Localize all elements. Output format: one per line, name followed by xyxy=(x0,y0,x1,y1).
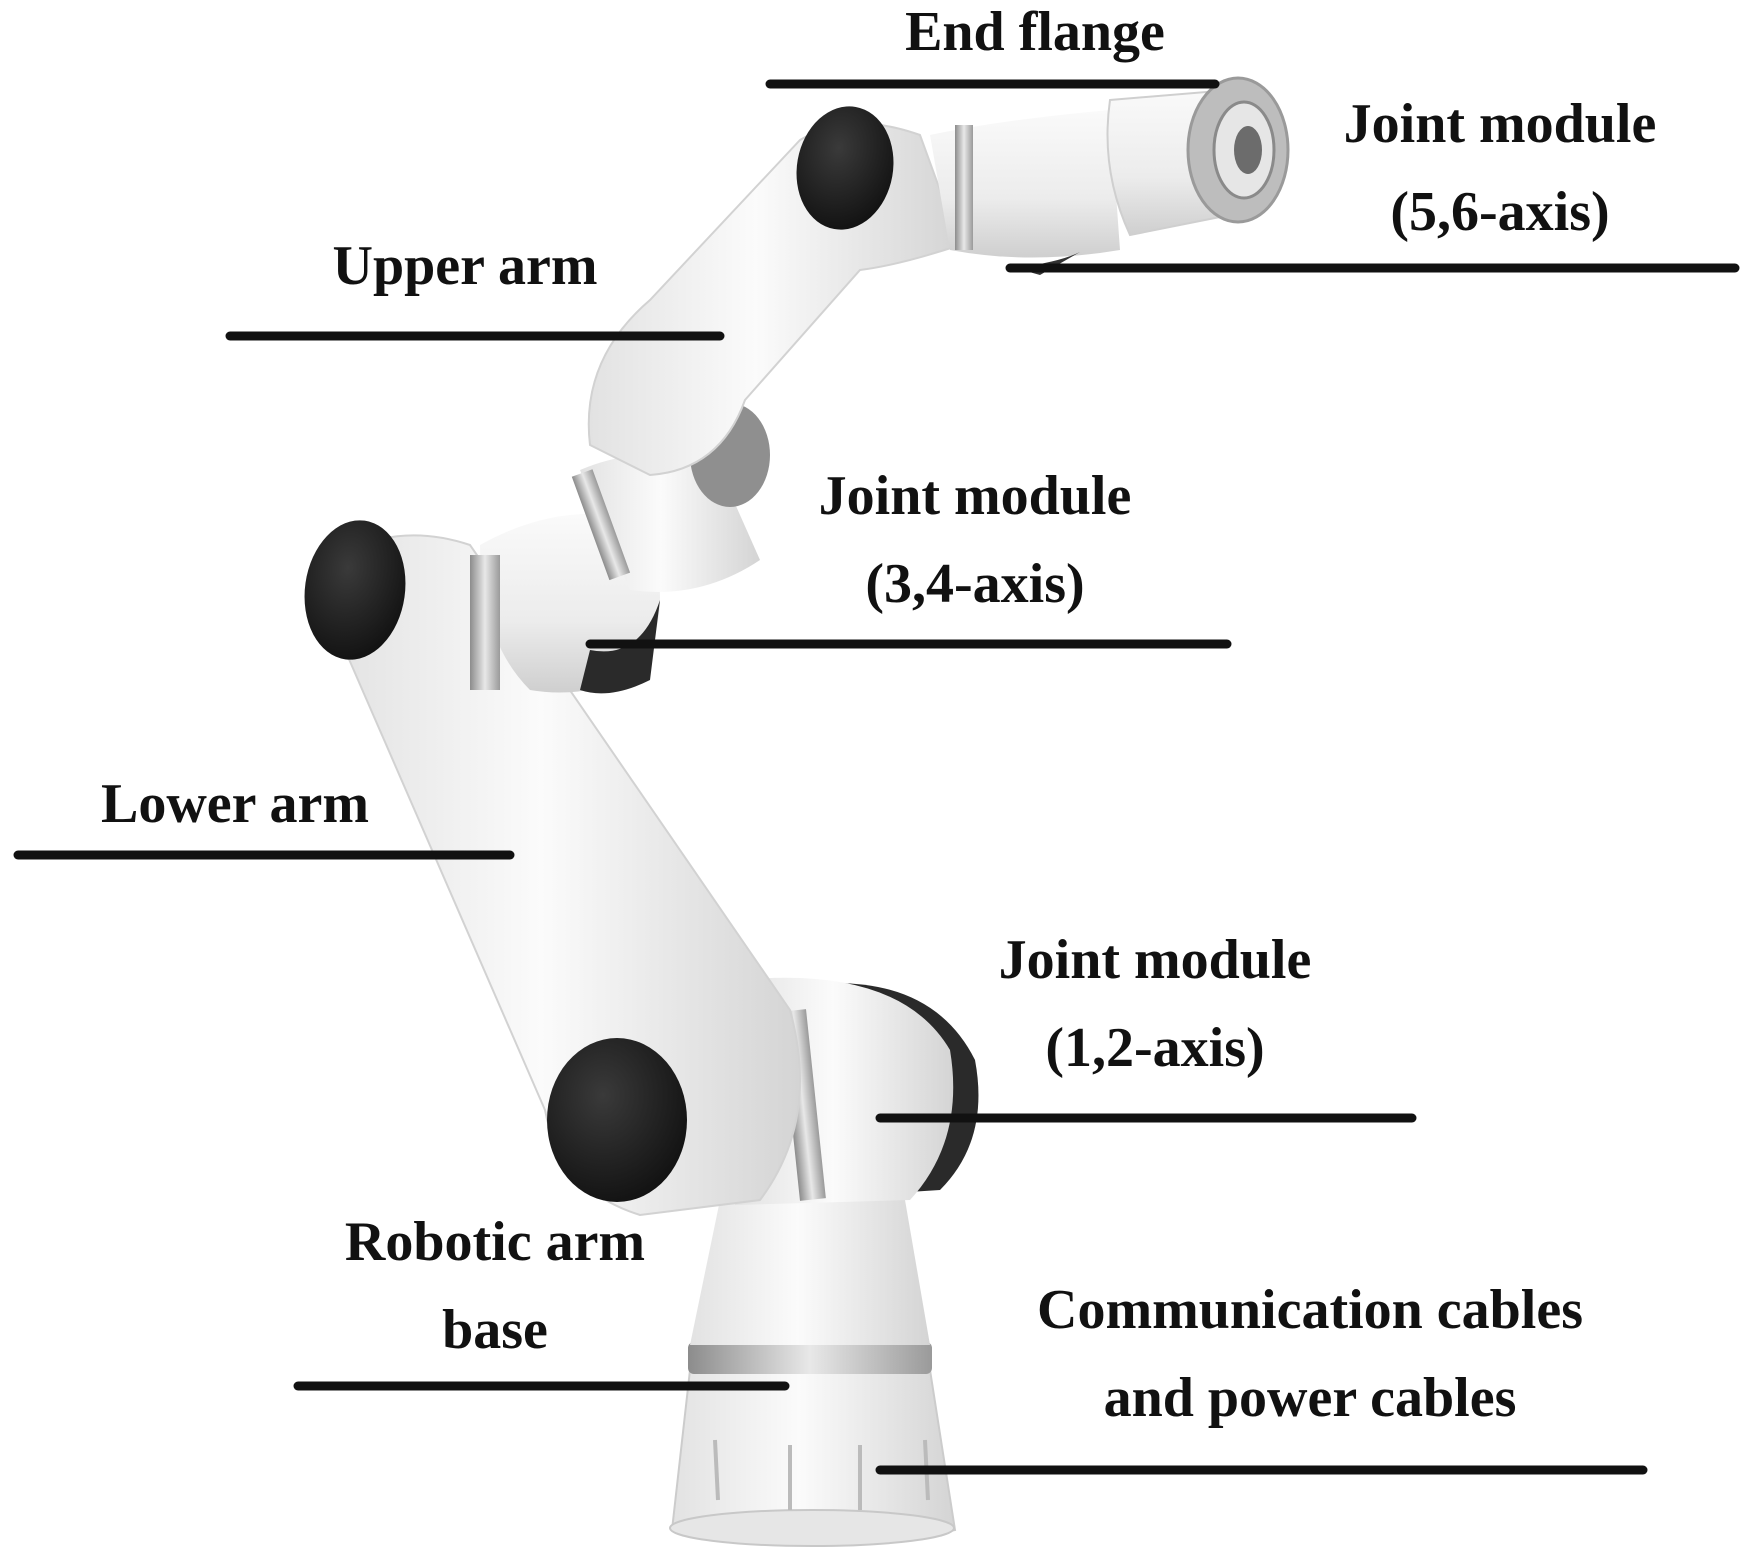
label-joint-module-5-6: Joint module (5,6-axis) xyxy=(1343,93,1657,243)
end-flange xyxy=(1186,76,1290,224)
label-robotic-arm-base: Robotic arm base xyxy=(344,1211,646,1361)
label-lower-arm: Lower arm xyxy=(101,773,369,835)
label-end-flange: End flange xyxy=(905,1,1165,63)
upper-arm-link xyxy=(587,106,962,477)
label-communication-power-cables: Communication cables and power cables xyxy=(1037,1279,1583,1429)
label-joint-module-3-4: Joint module (3,4-axis) xyxy=(818,465,1132,615)
lower-cap xyxy=(547,1038,687,1202)
robot-base xyxy=(669,1200,957,1547)
leader-lines xyxy=(13,79,1740,1475)
lower-arm-link xyxy=(304,520,801,1217)
label-joint-module-1-2: Joint module (1,2-axis) xyxy=(998,929,1312,1079)
elbow-cap xyxy=(304,520,406,660)
upper-cap xyxy=(796,106,894,230)
label-upper-arm: Upper arm xyxy=(332,235,598,297)
joint-module-1-2 xyxy=(735,977,979,1205)
base-ring xyxy=(688,1342,932,1374)
